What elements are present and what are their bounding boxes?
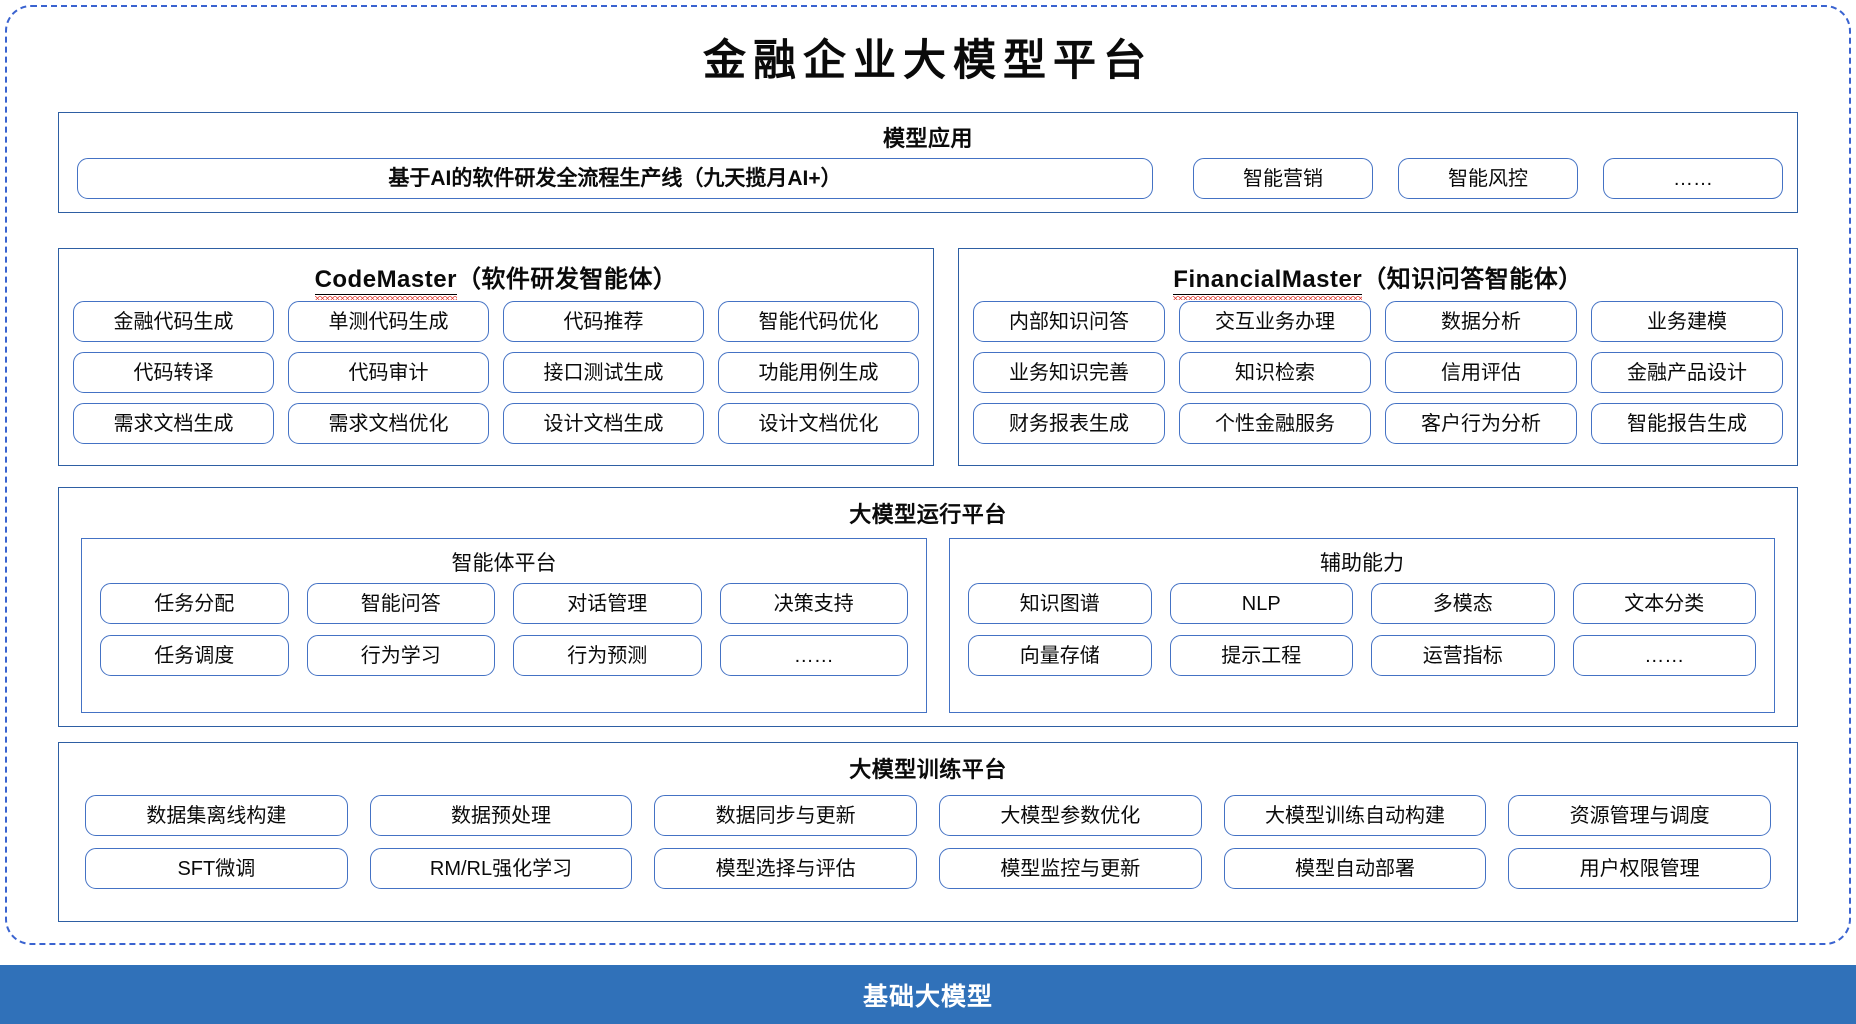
model-application-items: 基于AI的软件研发全流程生产线（九天揽月AI+） 智能营销 智能风控 …… (69, 158, 1789, 199)
section-title-model-application: 模型应用 (882, 126, 973, 151)
codemaster-capability-grid: 金融代码生成 单测代码生成 代码推荐 智能代码优化 代码转译 代码审计 接口测试… (73, 301, 919, 444)
financialmaster-name: FinancialMaster (1173, 266, 1363, 295)
capability-item[interactable]: 设计文档优化 (718, 403, 919, 444)
financialmaster-suffix: （知识问答智能体） (1362, 266, 1583, 293)
training-item[interactable]: 资源管理与调度 (1508, 795, 1771, 836)
capability-item[interactable]: 财务报表生成 (973, 403, 1165, 444)
capability-item[interactable]: 信用评估 (1385, 352, 1577, 393)
training-item[interactable]: 模型自动部署 (1223, 848, 1487, 889)
app-item-smart-marketing[interactable]: 智能营销 (1193, 158, 1373, 199)
runtime-item[interactable]: 行为预测 (513, 635, 702, 676)
capability-item[interactable]: 单测代码生成 (288, 301, 489, 342)
runtime-item[interactable]: 对话管理 (513, 583, 702, 624)
subsection-auxiliary-capability: 辅助能力 知识图谱 NLP 多模态 文本分类 向量存储 提示工程 运营指标 …… (949, 538, 1775, 713)
outer-dashed-frame (5, 5, 1851, 945)
runtime-item[interactable]: 知识图谱 (968, 583, 1152, 624)
subsection-agent-platform: 智能体平台 任务分配 智能问答 对话管理 决策支持 任务调度 行为学习 行为预测… (81, 538, 927, 713)
training-item[interactable]: 模型选择与评估 (654, 848, 917, 889)
section-financialmaster: FinancialMaster（知识问答智能体） 内部知识问答 交互业务办理 数… (958, 248, 1798, 466)
section-title-training-platform: 大模型训练平台 (849, 757, 1007, 782)
section-training-platform: 大模型训练平台 数据集离线构建 数据预处理 数据同步与更新 大模型参数优化 大模… (58, 742, 1798, 922)
capability-item[interactable]: 客户行为分析 (1385, 403, 1577, 444)
training-platform-item-grid: 数据集离线构建 数据预处理 数据同步与更新 大模型参数优化 大模型训练自动构建 … (85, 795, 1771, 889)
training-item[interactable]: 大模型训练自动构建 (1223, 795, 1487, 836)
agent-platform-item-grid: 任务分配 智能问答 对话管理 决策支持 任务调度 行为学习 行为预测 …… (100, 583, 908, 676)
base-model-label: 基础大模型 (862, 982, 993, 1011)
training-item[interactable]: SFT微调 (85, 848, 348, 889)
capability-item[interactable]: 个性金融服务 (1179, 403, 1371, 444)
runtime-item[interactable]: 运营指标 (1371, 635, 1555, 676)
capability-item[interactable]: 内部知识问答 (973, 301, 1165, 342)
capability-item[interactable]: 接口测试生成 (503, 352, 704, 393)
runtime-item[interactable]: 智能问答 (306, 583, 495, 624)
capability-item[interactable]: 金融产品设计 (1591, 352, 1783, 393)
capability-item[interactable]: 设计文档生成 (503, 403, 704, 444)
section-title-financialmaster: FinancialMaster（知识问答智能体） (959, 259, 1797, 295)
runtime-item[interactable]: 任务分配 (100, 583, 289, 624)
app-item-production-line[interactable]: 基于AI的软件研发全流程生产线（九天揽月AI+） (77, 158, 1153, 199)
subsection-title-agent-platform: 智能体平台 (451, 552, 557, 575)
training-item[interactable]: RM/RL强化学习 (369, 848, 633, 889)
runtime-item[interactable]: 文本分类 (1572, 583, 1756, 624)
capability-item[interactable]: 业务建模 (1591, 301, 1783, 342)
capability-item[interactable]: 智能代码优化 (718, 301, 919, 342)
runtime-item[interactable]: 多模态 (1371, 583, 1555, 624)
capability-item[interactable]: 业务知识完善 (973, 352, 1165, 393)
auxiliary-capability-item-grid: 知识图谱 NLP 多模态 文本分类 向量存储 提示工程 运营指标 …… (968, 583, 1756, 676)
runtime-item-more[interactable]: …… (1572, 635, 1756, 676)
runtime-item[interactable]: NLP (1169, 583, 1353, 624)
capability-item[interactable]: 需求文档生成 (73, 403, 274, 444)
runtime-item[interactable]: 决策支持 (719, 583, 908, 624)
training-item[interactable]: 模型监控与更新 (938, 848, 1202, 889)
capability-item[interactable]: 代码审计 (288, 352, 489, 393)
capability-item[interactable]: 代码推荐 (503, 301, 704, 342)
capability-item[interactable]: 需求文档优化 (288, 403, 489, 444)
runtime-item[interactable]: 向量存储 (968, 635, 1152, 676)
codemaster-name: CodeMaster (314, 266, 457, 295)
base-model-bar: 基础大模型 (0, 965, 1856, 1024)
app-item-more[interactable]: …… (1603, 158, 1783, 199)
runtime-item-more[interactable]: …… (719, 635, 908, 676)
capability-item[interactable]: 交互业务办理 (1179, 301, 1371, 342)
runtime-item[interactable]: 提示工程 (1169, 635, 1353, 676)
section-title-runtime-platform: 大模型运行平台 (849, 502, 1007, 527)
training-item[interactable]: 数据预处理 (369, 795, 633, 836)
section-runtime-platform: 大模型运行平台 智能体平台 任务分配 智能问答 对话管理 决策支持 任务调度 行… (58, 487, 1798, 727)
training-item[interactable]: 用户权限管理 (1508, 848, 1771, 889)
capability-item[interactable]: 功能用例生成 (718, 352, 919, 393)
capability-item[interactable]: 知识检索 (1179, 352, 1371, 393)
capability-item[interactable]: 金融代码生成 (73, 301, 274, 342)
training-item[interactable]: 数据同步与更新 (654, 795, 917, 836)
training-item[interactable]: 数据集离线构建 (85, 795, 348, 836)
subsection-title-auxiliary-capability: 辅助能力 (1320, 552, 1404, 575)
runtime-item[interactable]: 任务调度 (100, 635, 289, 676)
capability-item[interactable]: 智能报告生成 (1591, 403, 1783, 444)
section-title-codemaster: CodeMaster（软件研发智能体） (59, 259, 933, 295)
runtime-item[interactable]: 行为学习 (306, 635, 495, 676)
app-item-smart-risk-control[interactable]: 智能风控 (1398, 158, 1578, 199)
financialmaster-capability-grid: 内部知识问答 交互业务办理 数据分析 业务建模 业务知识完善 知识检索 信用评估… (973, 301, 1783, 444)
training-item[interactable]: 大模型参数优化 (938, 795, 1202, 836)
codemaster-suffix: （软件研发智能体） (456, 266, 678, 293)
capability-item[interactable]: 数据分析 (1385, 301, 1577, 342)
page-title: 金融企业大模型平台 (703, 38, 1153, 85)
section-codemaster: CodeMaster（软件研发智能体） 金融代码生成 单测代码生成 代码推荐 智… (58, 248, 934, 466)
section-model-application: 模型应用 基于AI的软件研发全流程生产线（九天揽月AI+） 智能营销 智能风控 … (58, 112, 1798, 213)
capability-item[interactable]: 代码转译 (73, 352, 274, 393)
